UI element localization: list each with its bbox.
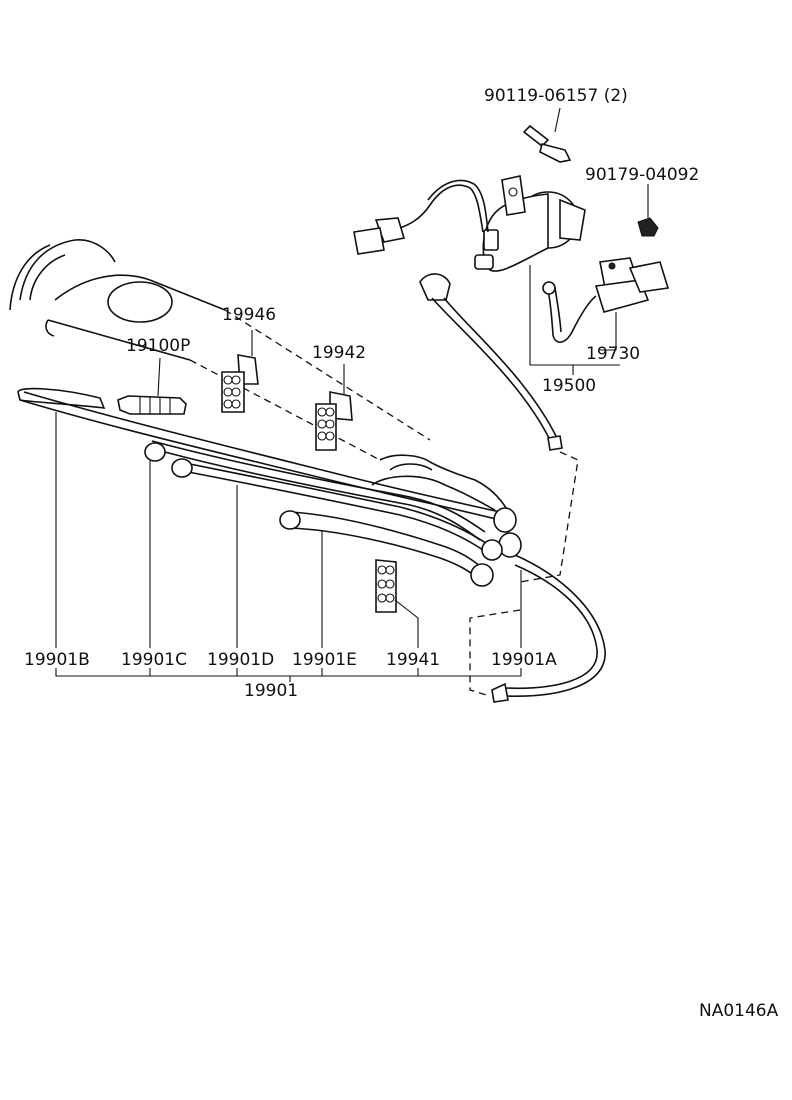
- engine-head-outline: [9, 239, 511, 516]
- label-19901c: 19901C: [121, 650, 187, 670]
- bolt-icon: [522, 124, 572, 163]
- label-19901e: 19901E: [292, 650, 357, 670]
- cord-e-boot: [279, 510, 301, 530]
- clamp-19942: [315, 391, 353, 451]
- spark-plug: [117, 395, 187, 415]
- drawing-code: NA0146A: [699, 1001, 779, 1021]
- cord-c-boot: [144, 442, 166, 462]
- cord-d-boot: [171, 458, 193, 478]
- cord-end-boot: [470, 563, 494, 587]
- label-bolt: 90119-06157 (2): [484, 86, 628, 106]
- cord-end-boot: [481, 539, 503, 561]
- label-19946: 19946: [222, 305, 276, 325]
- plug-cords: [17, 387, 606, 703]
- label-19500: 19500: [542, 376, 596, 396]
- label-19730: 19730: [586, 344, 640, 364]
- label-19901d: 19901D: [207, 650, 274, 670]
- oil-cap-icon: [107, 281, 173, 323]
- dashed-leaders: [469, 451, 579, 697]
- label-19942: 19942: [312, 343, 366, 363]
- label-nut: 90179-04092: [585, 165, 699, 185]
- cord-a-end: [491, 682, 509, 703]
- label-19901b: 19901B: [24, 650, 90, 670]
- leader-lines: [55, 107, 649, 682]
- clamp-19946: [221, 354, 259, 413]
- label-19941: 19941: [386, 650, 440, 670]
- cord-b-boot: [17, 387, 106, 409]
- ignition-coil: [353, 175, 586, 451]
- label-spark-plug: 19100P: [126, 336, 190, 356]
- nut-icon: [637, 217, 659, 237]
- label-19901a: 19901A: [491, 650, 557, 670]
- label-19901: 19901: [244, 681, 298, 701]
- clamp-19941: [375, 559, 397, 613]
- cord-end-boot: [498, 532, 522, 558]
- connector-19730: [542, 257, 670, 343]
- part-labels: 90119-06157 (2) 90179-04092 19946 19100P…: [24, 86, 779, 1021]
- cord-end-boot: [493, 507, 517, 533]
